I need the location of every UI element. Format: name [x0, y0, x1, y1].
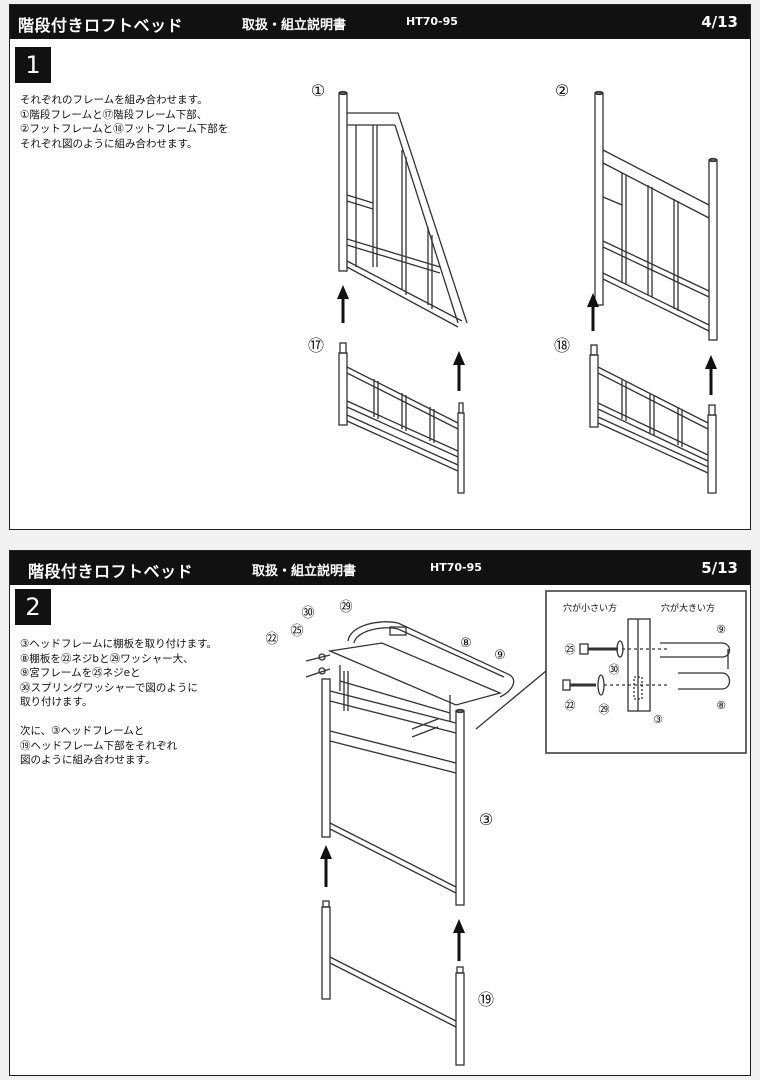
foot-frame-lower-diagram: [589, 344, 717, 494]
page-header: 階段付きロフトベッド 取扱・組立説明書 HT70-95 4/13: [10, 5, 750, 39]
manual-subtitle: 取扱・組立説明書: [252, 564, 357, 579]
part-label-screw-b: ㉒: [265, 632, 278, 647]
instruction-line: 取り付けます。: [20, 696, 93, 708]
manual-page-5: 階段付きロフトベッド 取扱・組立説明書 HT70-95 5/13 2 ③ヘッドフ…: [9, 550, 751, 1076]
instruction-line: それぞれ図のように組み合わせます。: [20, 137, 198, 150]
instruction-line: ③ヘッドフレームに棚板を取り付けます。: [20, 638, 218, 650]
instruction-line: 次に、③ヘッドフレームと: [20, 725, 145, 737]
step-number: 1: [15, 47, 51, 83]
step-instructions: ③ヘッドフレームに棚板を取り付けます。 ⑧棚板を㉒ネジbと㉙ワッシャー大、 ⑨宮…: [20, 637, 217, 768]
manual-subtitle: 取扱・組立説明書: [242, 18, 347, 33]
part-label-stair-frame: ①: [311, 81, 325, 100]
part-label-stair-frame-lower: ⑰: [308, 336, 324, 355]
foot-frame-diagram: [594, 90, 718, 341]
arrow-icon: [320, 845, 465, 961]
instruction-line: ⑨宮フレームを㉕ネジeと: [20, 667, 141, 679]
part-label-foot-frame: ②: [555, 81, 569, 100]
assembly-diagram-step2: ㉒ ㉕ ㉚ ㉙ ⑧ ⑨ ③ ⑲ 穴が小さい方 穴が大きい方 ⑨ ⑧ ③ ㉕ ㉚ …: [265, 590, 747, 1066]
part-label-headboard-frame: ⑨: [494, 648, 506, 663]
part-label-shelf: ⑧: [460, 636, 472, 651]
arrow-icon: [337, 285, 717, 395]
detail-label-large-hole: 穴が大きい方: [661, 602, 715, 614]
part-label-spring-washer: ㉚: [301, 606, 314, 621]
step-instructions: それぞれのフレームを組み合わせます。 ①階段フレームと⑰階段フレーム下部、 ②フ…: [20, 93, 228, 151]
detail-label-headboard-frame: ⑨: [716, 623, 726, 636]
instruction-line: ②フットフレームと⑱フットフレーム下部を: [20, 123, 229, 135]
part-label-head-frame: ③: [479, 810, 493, 829]
detail-inset: [545, 590, 747, 754]
instruction-line: ㉚スプリングワッシャーで図のように: [20, 681, 198, 694]
stair-frame-diagram: [338, 90, 468, 328]
head-frame-diagram: [321, 671, 465, 906]
page-number: 5/13: [701, 559, 738, 577]
instruction-line: ⑲ヘッドフレーム下部をそれぞれ: [20, 739, 178, 752]
manual-page-4: 階段付きロフトベッド 取扱・組立説明書 HT70-95 4/13 1 それぞれの…: [9, 4, 751, 530]
model-number: HT70-95: [406, 15, 458, 28]
manual-title: 階段付きロフトベッド: [18, 16, 184, 35]
shelf-diagram: [327, 621, 515, 721]
instruction-line: それぞれのフレームを組み合わせます。: [20, 94, 208, 106]
page-header: 階段付きロフトベッド 取扱・組立説明書 HT70-95 5/13: [10, 551, 750, 585]
detail-label-spring-washer: ㉚: [609, 663, 620, 676]
detail-label-shelf: ⑧: [716, 699, 726, 712]
assembly-diagram-step1: ① ⑰ ② ⑱: [308, 81, 718, 494]
callout-line: [475, 670, 547, 730]
detail-label-screw-e: ㉕: [565, 643, 576, 656]
head-frame-lower-diagram: [321, 900, 465, 1066]
detail-label-small-hole: 穴が小さい方: [563, 602, 617, 614]
detail-label-washer-large: ㉙: [599, 703, 610, 716]
detail-drawing: [562, 618, 731, 712]
model-number: HT70-95: [430, 561, 482, 574]
screw-icon: [305, 653, 439, 738]
part-label-washer-large: ㉙: [339, 600, 352, 615]
detail-label-head-frame: ③: [653, 713, 663, 726]
manual-title: 階段付きロフトベッド: [28, 562, 194, 581]
detail-label-screw-b: ㉒: [565, 699, 576, 712]
part-label-head-frame-lower: ⑲: [478, 990, 494, 1009]
part-label-foot-frame-lower: ⑱: [554, 336, 570, 355]
instruction-line: ①階段フレームと⑰階段フレーム下部、: [20, 108, 208, 121]
instruction-line: ⑧棚板を㉒ネジbと㉙ワッシャー大、: [20, 652, 194, 665]
part-label-screw-e: ㉕: [290, 624, 303, 639]
page-number: 4/13: [701, 13, 738, 31]
step-number: 2: [15, 589, 51, 625]
instruction-line: 図のように組み合わせます。: [20, 754, 156, 766]
stair-frame-lower-diagram: [338, 342, 465, 494]
